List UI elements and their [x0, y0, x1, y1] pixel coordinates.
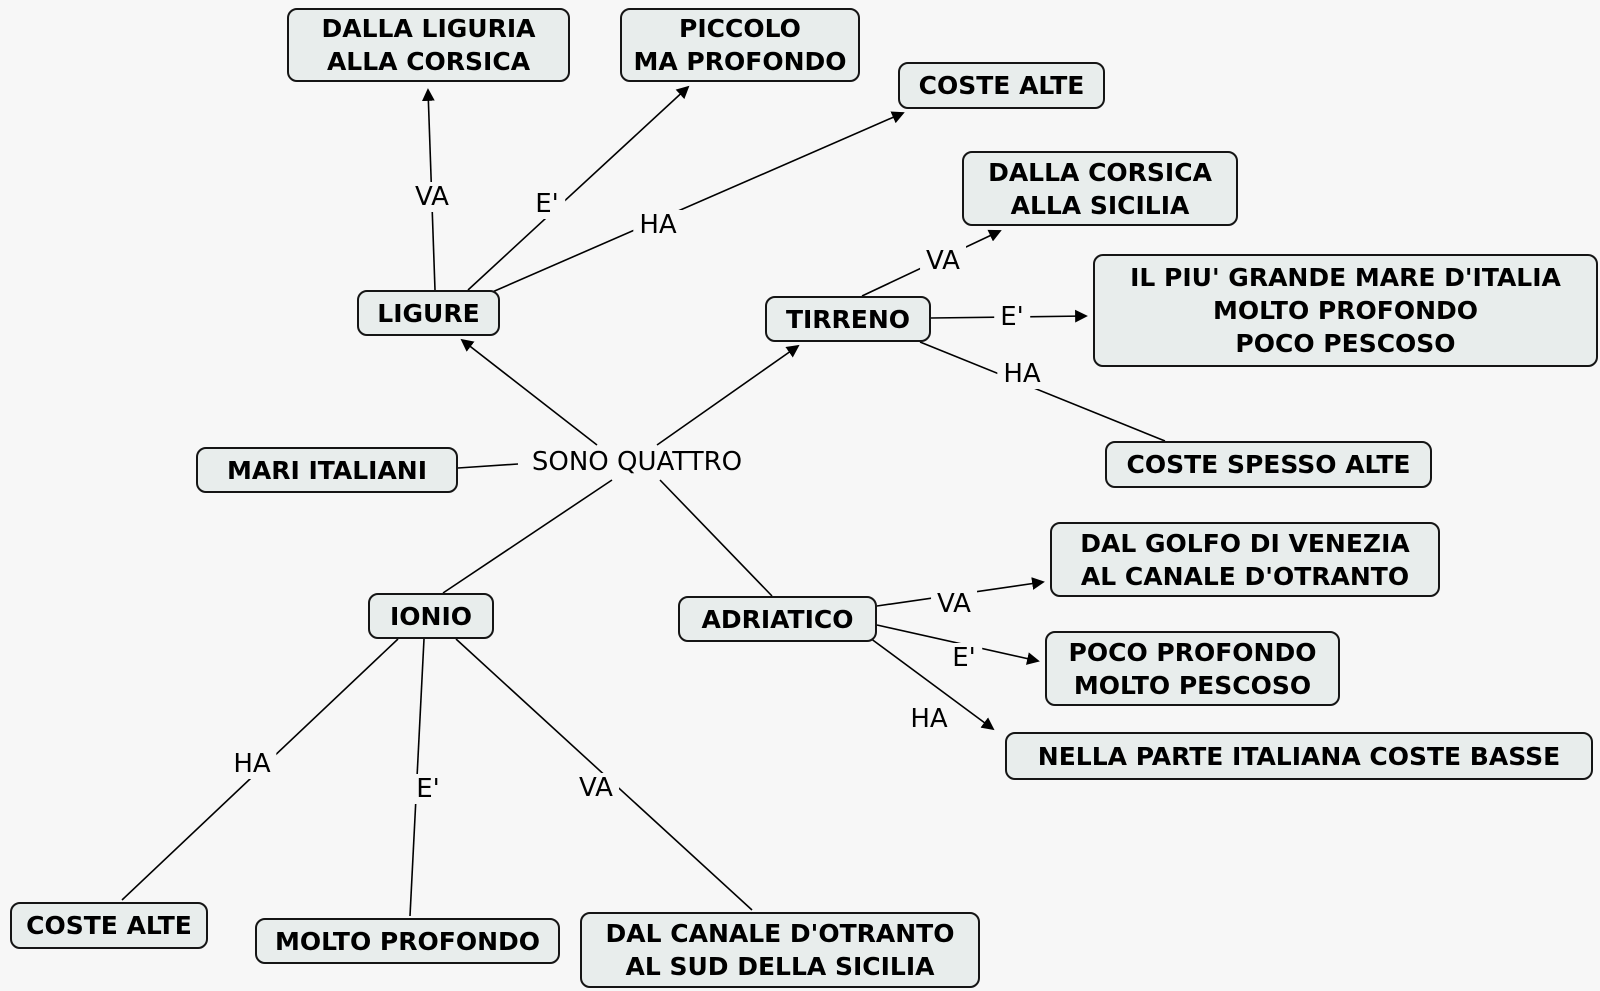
concept-node-label: DAL GOLFO DI VENEZIA AL CANALE D'OTRANTO: [1080, 528, 1410, 591]
link-label-ha-adriatico: HA: [904, 704, 954, 734]
concept-node-piccolo-ma-profondo[interactable]: PICCOLO MA PROFONDO: [620, 8, 860, 82]
concept-node-label: COSTE ALTE: [26, 911, 192, 940]
concept-node-label: DALLA CORSICA ALLA SICILIA: [988, 157, 1212, 220]
concept-node-il-piu-grande-mare-ditalia[interactable]: IL PIU' GRANDE MARE D'ITALIA MOLTO PROFO…: [1093, 254, 1598, 367]
concept-node-coste-alte-ionio[interactable]: COSTE ALTE: [10, 902, 208, 949]
concept-node-tirreno[interactable]: TIRRENO: [765, 296, 931, 342]
concept-node-label: TIRRENO: [785, 304, 911, 334]
link-label-va-tirreno: VA: [920, 246, 966, 276]
connector-mari-italiani-sono-quattro: [457, 463, 519, 469]
link-label-va-ionio: VA: [573, 773, 619, 803]
concept-node-poco-profondo-molto-pescoso[interactable]: POCO PROFONDO MOLTO PESCOSO: [1045, 631, 1340, 706]
connector-adriatico-nella-parte: [869, 637, 995, 731]
link-label-ha-tirreno: HA: [997, 359, 1047, 389]
concept-node-molto-profondo[interactable]: MOLTO PROFONDO: [255, 918, 560, 964]
connector-sono-quattro-ionio: [442, 479, 613, 594]
concept-node-dalla-corsica-alla-sicilia[interactable]: DALLA CORSICA ALLA SICILIA: [962, 151, 1238, 226]
concept-node-nella-parte-italiana-coste-basse[interactable]: NELLA PARTE ITALIANA COSTE BASSE: [1005, 732, 1593, 780]
concept-node-mari-italiani[interactable]: MARI ITALIANI: [196, 447, 458, 493]
concept-node-label: IL PIU' GRANDE MARE D'ITALIA MOLTO PROFO…: [1130, 263, 1561, 358]
connector-ligure-piccolo: [467, 85, 690, 291]
link-label-e-ionio: E': [410, 774, 446, 804]
connector-tirreno-coste-spesso-alte: [919, 341, 1166, 442]
concept-node-label: MOLTO PROFONDO: [274, 926, 540, 956]
concept-node-ionio[interactable]: IONIO: [368, 593, 494, 639]
link-label-e-ligure: E': [529, 189, 565, 219]
connector-ligure-coste-alte: [489, 111, 905, 294]
concept-node-label: COSTE SPESSO ALTE: [1126, 450, 1411, 479]
concept-node-adriatico[interactable]: ADRIATICO: [678, 596, 877, 642]
concept-node-dalla-liguria-alla-corsica[interactable]: DALLA LIGURIA ALLA CORSICA: [287, 8, 570, 82]
link-label-va-ligure: VA: [409, 182, 455, 212]
link-label-e-tirreno: E': [994, 302, 1030, 332]
concept-node-label: PICCOLO MA PROFONDO: [633, 14, 847, 76]
link-label-ha-ligure: HA: [633, 210, 683, 240]
concept-node-label: IONIO: [389, 601, 473, 631]
concept-node-ligure[interactable]: LIGURE: [357, 290, 500, 336]
concept-node-label: COSTE ALTE: [918, 71, 1085, 100]
connector-sono-quattro-adriatico: [659, 479, 773, 597]
connector-sono-quattro-ligure: [460, 338, 598, 446]
concept-node-label: LIGURE: [377, 298, 480, 328]
connector-sono-quattro-tirreno: [656, 344, 800, 446]
concept-node-label: NELLA PARTE ITALIANA COSTE BASSE: [1037, 741, 1561, 771]
link-label-va-adriatico: VA: [931, 589, 977, 619]
concept-node-coste-alte-ligure[interactable]: COSTE ALTE: [898, 62, 1105, 109]
concept-node-coste-spesso-alte[interactable]: COSTE SPESSO ALTE: [1105, 441, 1432, 488]
concept-node-dal-canale-dotranto[interactable]: DAL CANALE D'OTRANTO AL SUD DELLA SICILI…: [580, 912, 980, 988]
concept-node-label: ADRIATICO: [701, 604, 854, 634]
link-label-sono-quattro: SONO QUATTRO: [525, 447, 749, 477]
link-label-ha-ionio: HA: [227, 749, 277, 779]
link-label-e-adriatico: E': [946, 643, 982, 673]
concept-node-dal-golfo-di-venezia[interactable]: DAL GOLFO DI VENEZIA AL CANALE D'OTRANTO: [1050, 522, 1440, 597]
concept-node-label: MARI ITALIANI: [226, 455, 428, 485]
concept-node-label: DAL CANALE D'OTRANTO AL SUD DELLA SICILI…: [605, 919, 955, 981]
concept-node-label: DALLA LIGURIA ALLA CORSICA: [321, 14, 536, 76]
concept-node-label: POCO PROFONDO MOLTO PESCOSO: [1068, 637, 1317, 700]
